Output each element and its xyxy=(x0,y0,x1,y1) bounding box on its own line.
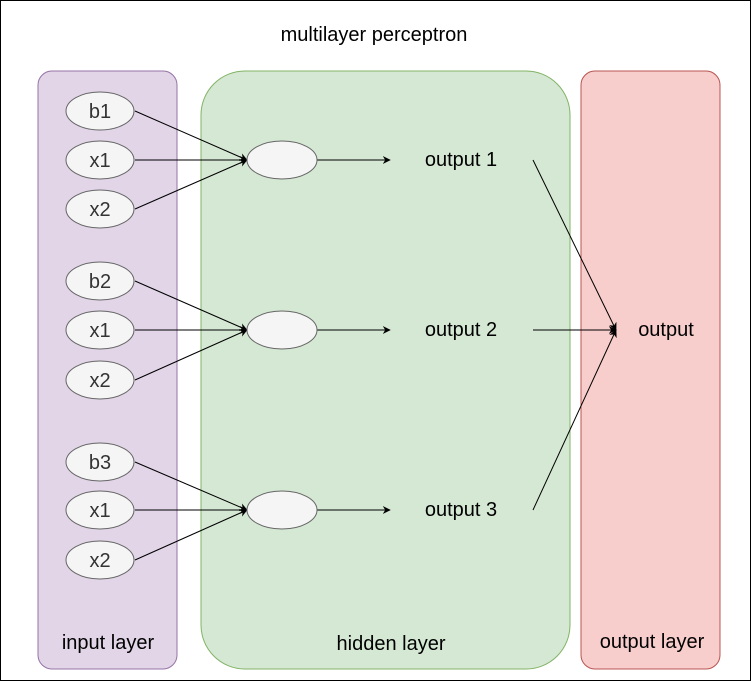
edge-x2-neuron3 xyxy=(134,509,248,561)
edge-b3-neuron3 xyxy=(134,461,248,511)
output-layer-box xyxy=(580,70,721,670)
input-node xyxy=(65,442,135,482)
hidden-neuron-3 xyxy=(246,490,318,530)
input-node xyxy=(65,261,135,301)
hidden-output-label-2: output 2 xyxy=(425,319,497,341)
edge-b2-neuron2 xyxy=(134,280,248,331)
output-layer-label: output layer xyxy=(600,631,705,653)
input-node xyxy=(65,189,135,229)
input-node-label: x2 xyxy=(89,370,110,392)
final-output-label: output xyxy=(638,319,694,341)
hidden-neurons xyxy=(246,140,318,530)
input-node xyxy=(65,490,135,530)
edge-output1-final xyxy=(532,159,617,331)
input-node-label: b1 xyxy=(89,101,111,123)
hidden-layer-label: hidden layer xyxy=(337,633,446,655)
input-node-label: x1 xyxy=(89,320,110,342)
input-node-label: x2 xyxy=(89,550,110,572)
edge-x2-neuron1 xyxy=(134,159,248,210)
input-node xyxy=(65,360,135,400)
hidden-edges xyxy=(317,156,391,514)
input-node-label: b2 xyxy=(89,271,111,293)
input-node xyxy=(65,310,135,350)
output-edges xyxy=(532,159,617,511)
input-nodes: b1 x1 x2 b2 x1 x2 b3 x1 x2 xyxy=(65,91,135,580)
hidden-output-label-1: output 1 xyxy=(425,149,497,171)
edge-x2-neuron2 xyxy=(134,329,248,381)
hidden-neuron-2 xyxy=(246,310,318,350)
input-node xyxy=(65,140,135,180)
input-edges xyxy=(134,110,248,561)
input-node xyxy=(65,91,135,131)
input-node-label: x2 xyxy=(89,199,110,221)
input-node-label: b3 xyxy=(89,452,111,474)
input-node-label: x1 xyxy=(89,500,110,522)
input-node xyxy=(65,540,135,580)
edge-output3-final xyxy=(532,329,617,511)
input-layer-label: input layer xyxy=(62,632,155,654)
input-node-label: x1 xyxy=(89,150,110,172)
diagram-title: multilayer perceptron xyxy=(281,24,468,46)
hidden-output-label-3: output 3 xyxy=(425,499,497,521)
hidden-neuron-1 xyxy=(246,140,318,180)
edge-b1-neuron1 xyxy=(134,110,248,161)
